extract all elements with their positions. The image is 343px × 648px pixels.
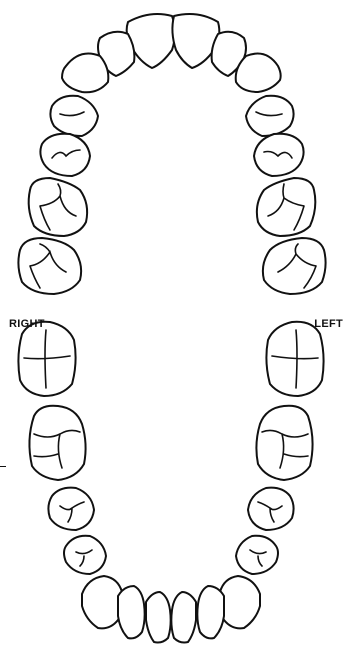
tooth-lower-right-central-incisor	[146, 592, 171, 643]
tooth-upper-right-first-premolar	[50, 96, 98, 136]
tooth-upper-left-canine	[236, 54, 281, 92]
tooth-lower-right-first-premolar	[64, 536, 106, 574]
tooth-lower-left-canine	[220, 576, 261, 628]
tooth-upper-right-first-molar	[29, 178, 87, 236]
tooth-upper-left-first-premolar	[246, 96, 294, 136]
tooth-lower-left-second-premolar	[248, 488, 294, 530]
tooth-upper-right-canine	[62, 54, 108, 93]
tooth-lower-right-second-molar	[18, 322, 75, 396]
tooth-lower-left-lateral-incisor	[197, 586, 224, 638]
margin-tick-mark	[0, 466, 6, 467]
tooth-lower-left-central-incisor	[171, 592, 196, 643]
tooth-lower-left-first-molar	[256, 406, 312, 480]
tooth-lower-right-lateral-incisor	[118, 586, 145, 638]
left-side-label: LEFT	[314, 318, 343, 330]
tooth-lower-right-second-premolar	[48, 488, 94, 530]
tooth-lower-right-canine	[82, 576, 123, 628]
tooth-upper-left-second-molar	[263, 238, 326, 294]
upper-arch	[18, 14, 325, 294]
tooth-upper-right-second-premolar	[40, 134, 90, 176]
tooth-lower-right-first-molar	[29, 406, 85, 480]
tooth-upper-right-second-molar	[18, 238, 81, 294]
tooth-upper-left-first-molar	[257, 178, 315, 236]
lower-arch	[18, 322, 323, 643]
tooth-lower-left-second-molar	[266, 322, 323, 396]
right-side-label: RIGHT	[9, 318, 45, 330]
tooth-upper-left-second-premolar	[254, 134, 304, 176]
tooth-lower-left-first-premolar	[236, 536, 278, 574]
